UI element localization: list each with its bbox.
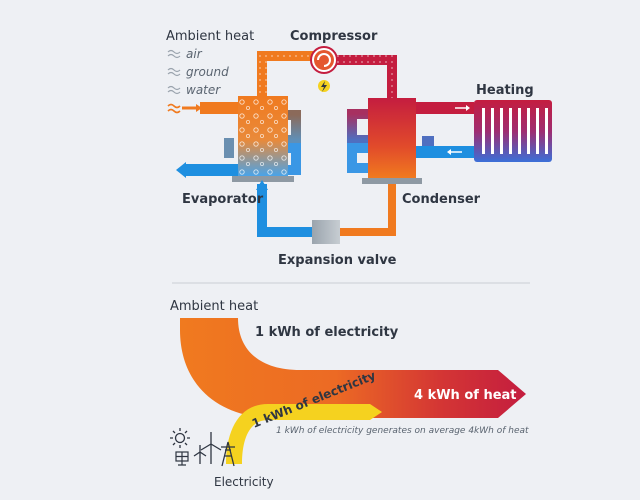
heat-output-label: 4 kWh of heat — [414, 388, 517, 403]
source-air: air — [167, 47, 203, 61]
source-air-label: air — [186, 47, 203, 61]
source-water: water — [167, 83, 221, 97]
source-ground: ground — [167, 65, 229, 79]
pipe-condenser-to-valve — [340, 184, 396, 236]
ambient-heat-title: Ambient heat — [166, 29, 254, 44]
heating-return-pipe — [416, 146, 474, 158]
expansion-valve-label: Expansion valve — [278, 253, 397, 268]
compressor — [310, 46, 338, 92]
evaporator-label: Evaporator — [182, 192, 264, 207]
compressor-label: Compressor — [290, 29, 378, 44]
wave-icon — [167, 49, 181, 59]
source-water-label: water — [186, 83, 221, 97]
electricity-input-label: 1 kWh of electricity — [255, 325, 399, 340]
heating-label: Heating — [476, 83, 534, 98]
electricity-label: Electricity — [214, 475, 274, 489]
radiator — [474, 100, 552, 162]
wave-icon — [167, 67, 181, 77]
lightning-icon — [318, 80, 330, 92]
condenser-block — [362, 98, 422, 184]
flow-ambient-heat-label: Ambient heat — [170, 299, 258, 314]
pipe-evap-to-compressor — [257, 51, 316, 96]
ambient-input-arrow — [167, 102, 242, 114]
pipe-compressor-to-condenser — [337, 55, 397, 100]
electricity-arrow — [226, 404, 382, 464]
solar-panel-icon — [175, 451, 189, 466]
energy-flow-arrow — [180, 318, 526, 418]
wind-turbine-icon — [193, 432, 222, 464]
cold-output-arrow — [176, 162, 244, 178]
sun-icon — [170, 428, 190, 448]
evaporator-block — [232, 96, 294, 182]
condenser-label: Condenser — [402, 192, 481, 207]
expansion-valve — [312, 220, 340, 244]
wave-icon — [167, 103, 181, 114]
power-pylon-icon — [221, 441, 235, 467]
wave-icon — [167, 85, 181, 95]
heating-supply-pipe — [416, 102, 474, 114]
source-ground-label: ground — [186, 65, 229, 79]
footnote: 1 kWh of electricity generates on averag… — [276, 426, 529, 436]
pipe-valve-to-evaporator — [256, 180, 314, 237]
